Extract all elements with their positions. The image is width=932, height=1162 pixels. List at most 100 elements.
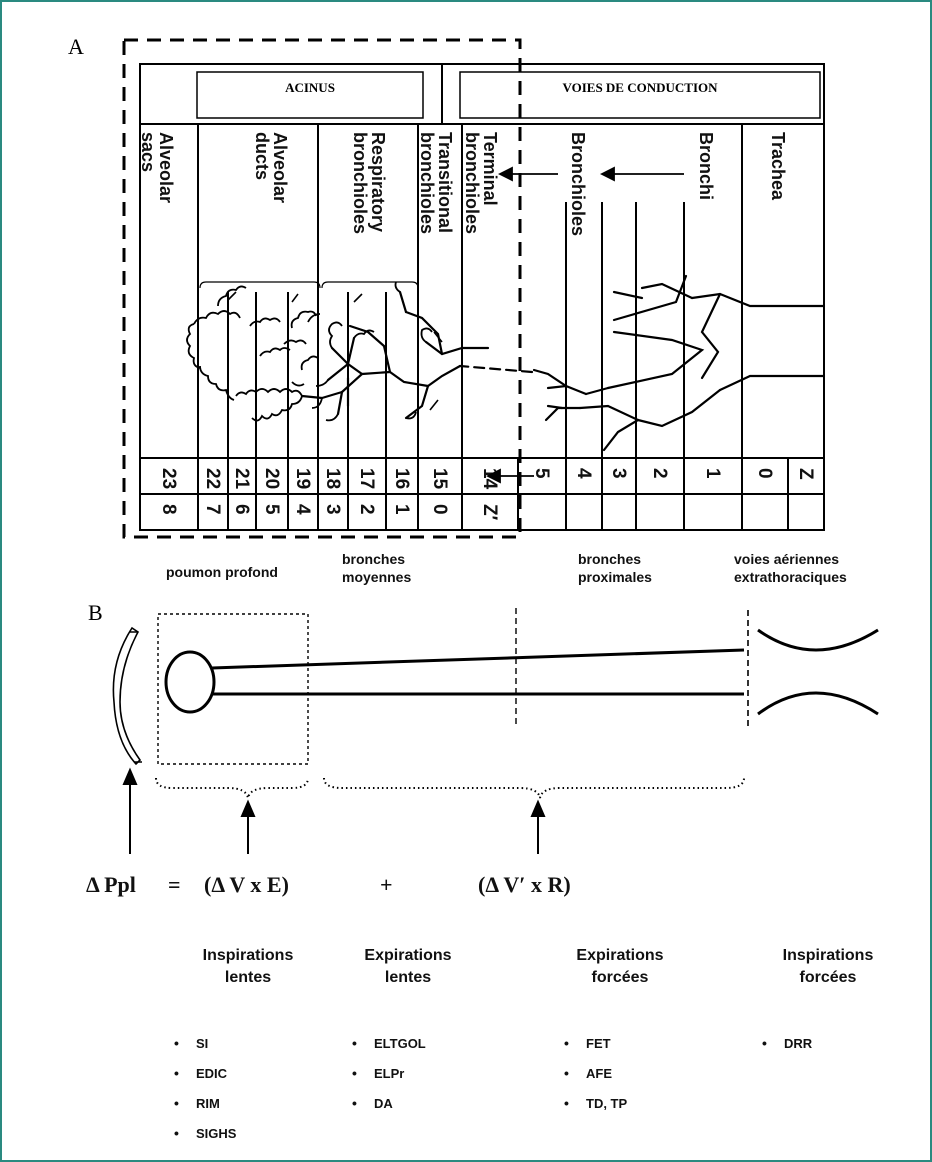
- label-bronchioles: Bronchioles: [568, 132, 588, 236]
- technique-title: Inspirations: [203, 947, 294, 964]
- acinar-generation-cell: 4: [292, 504, 313, 515]
- label-trachea: Trachea: [768, 132, 788, 201]
- technique-item: DRR: [784, 1036, 813, 1051]
- zone-mid-1: bronches: [342, 551, 405, 567]
- acinar-generation-cell: Z′: [479, 504, 500, 521]
- bullet-dot: •: [564, 1095, 569, 1111]
- deep-lung-box: [157, 613, 309, 765]
- eq-delta-ppl: Δ Ppl: [86, 872, 136, 897]
- label-alveolar-ducts-1: Alveolar: [270, 132, 290, 203]
- zone-deep-lung: poumon profond: [166, 564, 278, 580]
- eq-equals: =: [168, 872, 181, 897]
- technique-columns: Inspirations lentes • SI • EDIC • RIM • SIGHS Expi…: [174, 947, 873, 1141]
- label-respiratory-2: bronchioles: [350, 132, 370, 234]
- airway-tree: [300, 274, 826, 452]
- technique-item: TD, TP: [586, 1096, 627, 1111]
- airway-top-line: [211, 648, 745, 670]
- conduction-box: [459, 71, 821, 119]
- generation-cell: 23: [158, 468, 179, 489]
- zone-prox-2: proximales: [578, 569, 652, 585]
- generation-cell: 22: [202, 468, 223, 489]
- label-transitional-2: bronchioles: [417, 132, 437, 234]
- acinar-generation-cell: 5: [261, 504, 282, 515]
- terminal-dashes: [227, 291, 443, 411]
- generation-cell: 15: [429, 468, 450, 490]
- upper-airway-bottom: [757, 691, 879, 716]
- label-transitional-1: Transitional: [435, 132, 455, 233]
- technique-item: AFE: [586, 1066, 612, 1081]
- bullet-dot: •: [174, 1065, 179, 1081]
- generation-cell: 17: [356, 468, 377, 489]
- label-alveolar-sacs-1: Alveolar: [156, 132, 176, 203]
- panel-a-letter: A: [68, 34, 84, 59]
- eq-resistive-term: (Δ V′ x R): [478, 872, 571, 897]
- bullet-dot: •: [174, 1095, 179, 1111]
- zone-extra-2: extrathoraciques: [734, 569, 847, 585]
- acinar-generation-cell: 0: [429, 504, 450, 515]
- label-terminal-1: Terminal: [480, 132, 500, 206]
- generation-cell: 4: [573, 468, 594, 479]
- upper-airway-top: [757, 628, 879, 652]
- eq-elastic-term: (Δ V x E): [204, 872, 289, 897]
- bullet-dot: •: [564, 1035, 569, 1051]
- technique-item: ELTGOL: [374, 1036, 426, 1051]
- technique-item: SIGHS: [196, 1126, 237, 1141]
- technique-title: Inspirations: [783, 947, 874, 964]
- label-alveolar-sacs-2: sacs: [138, 132, 158, 172]
- generation-cell: 16: [391, 468, 412, 489]
- bullet-dot: •: [352, 1065, 357, 1081]
- generation-cell: 18: [322, 468, 343, 489]
- generation-cell: Z: [795, 468, 816, 480]
- acinar-generation-cell: 1: [391, 504, 412, 515]
- equation-arrows: [122, 767, 546, 854]
- generation-cell: 1: [702, 468, 723, 479]
- technique-title: lentes: [385, 969, 431, 986]
- label-alveolar-ducts-2: ducts: [252, 132, 272, 180]
- technique-item: EDIC: [196, 1066, 228, 1081]
- technique-title: Expirations: [576, 947, 663, 964]
- conduction-label: VOIES DE CONDUCTION: [562, 80, 718, 95]
- zone-extra-1: voies aériennes: [734, 551, 839, 567]
- alveolus-circle: [164, 650, 216, 714]
- technique-item: DA: [374, 1096, 393, 1111]
- chest-wall: [112, 626, 142, 766]
- technique-item: SI: [196, 1036, 208, 1051]
- generation-cell: 3: [608, 468, 629, 479]
- panel-b-letter: B: [88, 600, 103, 625]
- technique-title: forcées: [800, 969, 857, 986]
- generation-cell: 21: [231, 468, 252, 490]
- zone-mid-2: moyennes: [342, 569, 411, 585]
- label-respiratory-1: Respiratory: [368, 132, 388, 232]
- chest-wall-ends: [130, 631, 142, 763]
- technique-item: RIM: [196, 1096, 220, 1111]
- acinar-generation-cell: 6: [231, 504, 252, 515]
- brace-resistance: [323, 777, 745, 799]
- brace-elastance: [155, 777, 309, 799]
- technique-title: forcées: [592, 969, 649, 986]
- bullet-dot: •: [564, 1065, 569, 1081]
- acinar-generation-cell: 8: [158, 504, 179, 515]
- acinar-generation-cell: 2: [356, 504, 377, 515]
- bullet-dot: •: [174, 1035, 179, 1051]
- technique-title: lentes: [225, 969, 271, 986]
- generation-cell: 19: [292, 468, 313, 489]
- eq-plus: +: [380, 872, 393, 897]
- technique-title: Expirations: [364, 947, 451, 964]
- label-arrows: [497, 166, 684, 182]
- generation-cell: 5: [531, 468, 552, 479]
- generation-cell: 20: [261, 468, 282, 489]
- acinus-brace: [199, 281, 419, 289]
- alveolar-curls: [186, 281, 433, 422]
- generation-cell: 0: [754, 468, 775, 479]
- acinus-label: ACINUS: [285, 80, 335, 95]
- label-bronchi: Bronchi: [696, 132, 716, 200]
- acinus-dashed-outline: [122, 38, 522, 539]
- generation-table: [139, 63, 825, 531]
- acinar-generation-cell: 3: [322, 504, 343, 515]
- bullet-dot: •: [762, 1035, 767, 1051]
- technique-item: FET: [586, 1036, 611, 1051]
